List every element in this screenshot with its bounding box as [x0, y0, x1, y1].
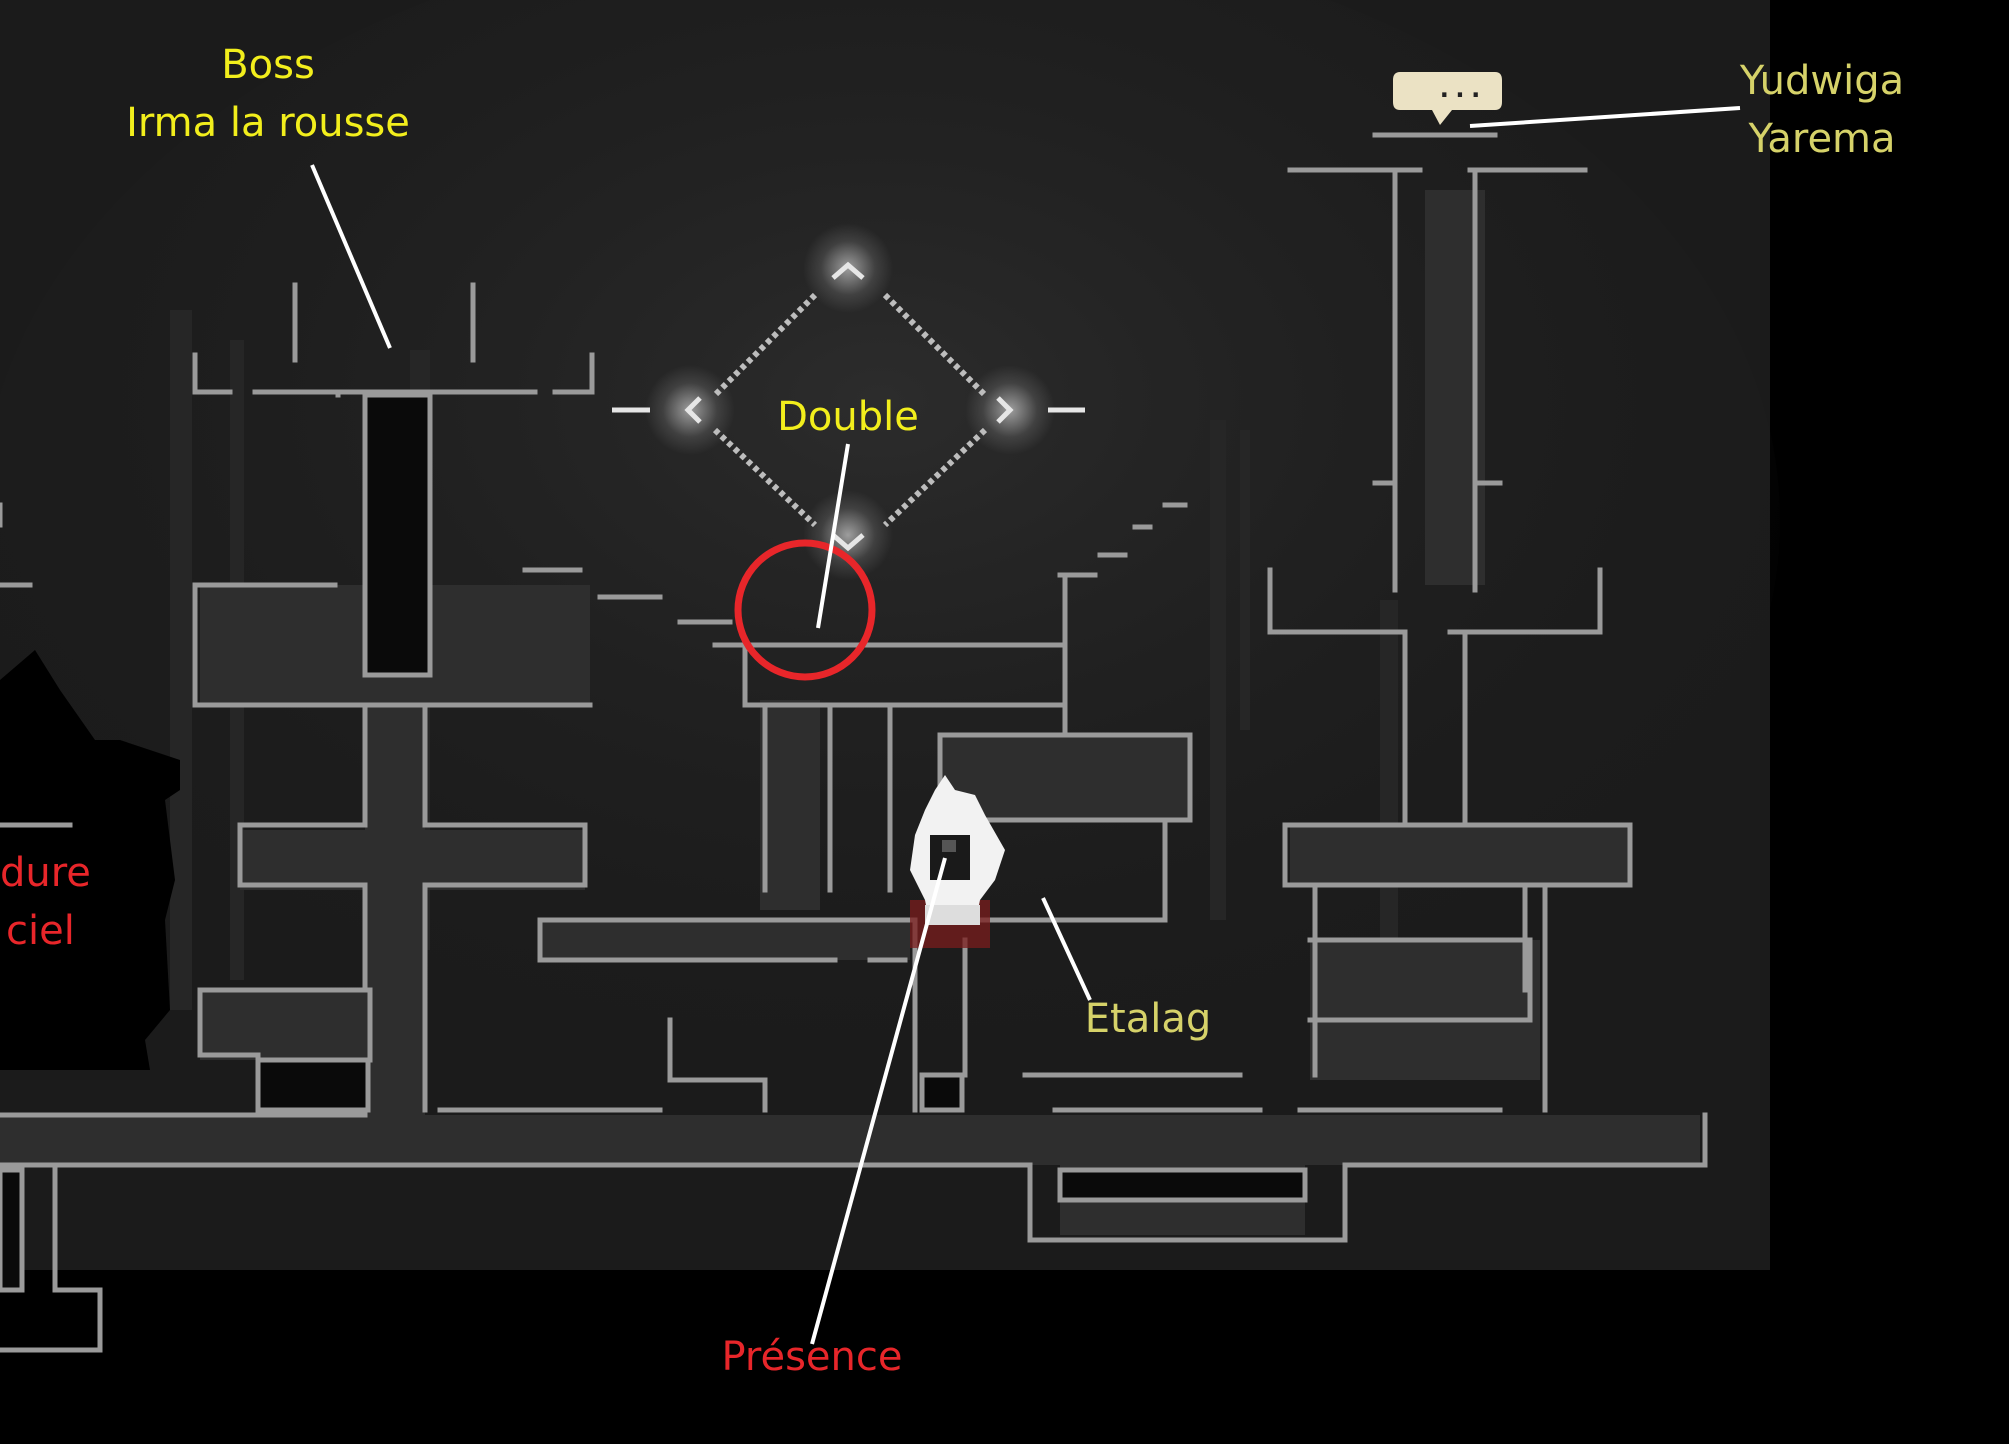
boss-label-name: Irma la rousse	[126, 100, 410, 146]
room-fill	[760, 700, 820, 910]
silhouette	[170, 310, 192, 1010]
yudwiga-label: Yudwiga Yarema	[1740, 52, 1904, 168]
bottom-void	[0, 1270, 2009, 1444]
silhouette	[1210, 420, 1226, 920]
double-label: Double	[777, 388, 919, 446]
wall	[197, 987, 373, 1063]
room-fill	[1310, 940, 1540, 1080]
wall	[552, 352, 595, 395]
callout-line-boss	[310, 164, 392, 349]
dark-room	[1057, 1167, 1308, 1203]
boss-label-title: Boss	[221, 42, 315, 88]
boss-label: Boss Irma la rousse	[126, 36, 410, 152]
offscreen-left-line2: ciel	[6, 908, 75, 954]
offscreen-left-label: dure ciel	[0, 844, 91, 960]
room-fill	[940, 735, 1190, 820]
wall	[192, 352, 233, 395]
callout-line-yudwiga	[1469, 106, 1741, 128]
dark-room	[919, 1072, 965, 1113]
yudwiga-label-line1: Yudwiga	[1739, 58, 1905, 104]
room-fill	[200, 990, 370, 1060]
callout-line-presence	[810, 857, 947, 1345]
etalag-label-text: Etalag	[1084, 996, 1212, 1042]
chevron-down-icon	[831, 533, 865, 552]
etalag-label: Etalag	[1085, 990, 1211, 1048]
wall	[422, 702, 588, 1113]
wall	[1027, 1162, 1348, 1243]
callout-lines	[310, 106, 1741, 1345]
boss-shaft	[362, 392, 433, 678]
speech-bubble-text: ...	[1437, 74, 1484, 104]
silhouette	[1240, 430, 1250, 730]
chevron-left-icon	[684, 396, 702, 424]
wall	[1282, 822, 1633, 888]
diamond-edge	[882, 427, 988, 528]
wall	[0, 1287, 103, 1353]
offscreen-left-line1: dure	[0, 850, 91, 896]
chevron-up-icon	[831, 261, 865, 280]
map-walls	[0, 132, 1708, 1353]
wall	[1267, 567, 1403, 635]
speech-bubble-icon: ...	[1393, 72, 1502, 125]
presence-label-text: Présence	[721, 1334, 903, 1380]
room-fill	[240, 830, 585, 890]
right-void	[1770, 0, 2009, 1444]
navigation-diamond-icon	[612, 223, 1085, 580]
callout-line-etalag	[1041, 897, 1092, 1001]
wall	[192, 582, 593, 708]
wall	[537, 917, 838, 963]
dark-rooms	[0, 392, 1308, 1293]
diamond-edge	[712, 292, 818, 398]
room-fill	[540, 920, 910, 960]
callout-line-double	[816, 443, 850, 629]
double-label-text: Double	[777, 394, 919, 440]
wall	[1307, 937, 1533, 1023]
diamond-edge	[712, 427, 818, 528]
glow-bottom	[803, 490, 893, 580]
left-void-region	[0, 650, 180, 1070]
wall	[237, 702, 368, 993]
player-character-icon	[910, 775, 1005, 948]
wall	[1057, 1167, 1308, 1203]
room-fill	[1290, 825, 1630, 885]
wall	[197, 987, 261, 1058]
presence-label: Présence	[722, 1328, 903, 1386]
wall	[1342, 1112, 1708, 1168]
wall	[667, 1017, 768, 1113]
red-circle-marker	[734, 539, 876, 681]
wall	[992, 817, 1168, 923]
wall	[1447, 567, 1603, 635]
speech-bubble-shape	[1393, 72, 1502, 125]
dark-room	[255, 1057, 371, 1113]
diamond-edge	[882, 292, 988, 398]
player-base	[925, 905, 980, 925]
silhouette	[1380, 600, 1398, 1000]
room-fill	[365, 705, 425, 1115]
room-fill	[0, 1115, 1700, 1165]
player-eye	[942, 840, 956, 852]
dark-room	[0, 1167, 25, 1293]
yudwiga-label-line2: Yarema	[1748, 116, 1896, 162]
chevron-right-icon	[996, 396, 1014, 424]
